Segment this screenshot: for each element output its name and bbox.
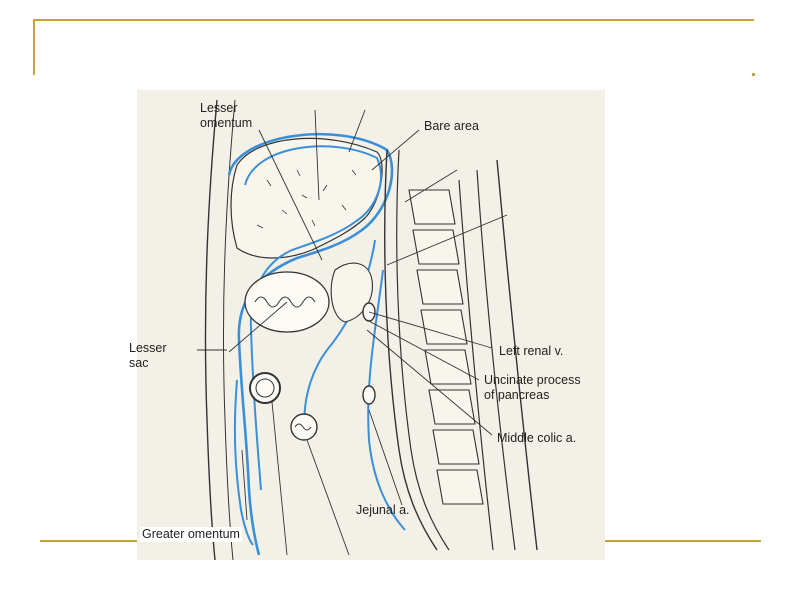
aorta xyxy=(384,149,438,551)
bottom-right-accent-line xyxy=(605,540,761,542)
leader-lines xyxy=(197,109,508,556)
label-middle-colic-a: Middle colic a. xyxy=(497,431,577,445)
sagittal-section-figure: Lesser omentum Bare area Lesser sac Left… xyxy=(129,90,605,561)
spinal-canal-anterior xyxy=(458,179,494,551)
vessel-cross-section xyxy=(362,385,376,405)
top-accent-line xyxy=(34,19,754,21)
peritoneum-mesentery xyxy=(367,269,406,531)
aorta-wall xyxy=(396,149,450,551)
anatomy-illustration xyxy=(197,99,538,561)
anterior-abdominal-wall xyxy=(204,99,218,561)
label-greater-omentum: Greater omentum xyxy=(140,527,242,542)
left-accent-line xyxy=(33,19,35,75)
liver xyxy=(230,137,383,259)
label-lesser-sac: Lesser sac xyxy=(129,341,167,370)
liver-texture xyxy=(256,169,357,229)
right-accent-dot xyxy=(752,73,755,76)
spinal-canal-posterior xyxy=(476,169,516,551)
peritoneum-inner xyxy=(244,145,382,491)
stomach-rugae xyxy=(254,296,316,308)
label-uncinate-process: Uncinate process of pancreas xyxy=(484,373,581,402)
jejunum-folds xyxy=(294,423,312,431)
label-lesser-omentum: Lesser omentum xyxy=(200,101,253,130)
jejunum xyxy=(290,413,318,441)
label-bare-area: Bare area xyxy=(424,119,479,133)
label-left-renal-v: Left renal v. xyxy=(499,344,564,358)
back-surface xyxy=(496,159,538,551)
bottom-left-accent-line xyxy=(40,540,137,542)
vertebral-column xyxy=(408,189,484,505)
greater-omentum-fold xyxy=(233,379,254,546)
label-jejunal-a: Jejunal a. xyxy=(356,503,410,517)
anterior-wall-inner xyxy=(222,99,236,561)
transverse-colon-lumen xyxy=(255,378,275,398)
